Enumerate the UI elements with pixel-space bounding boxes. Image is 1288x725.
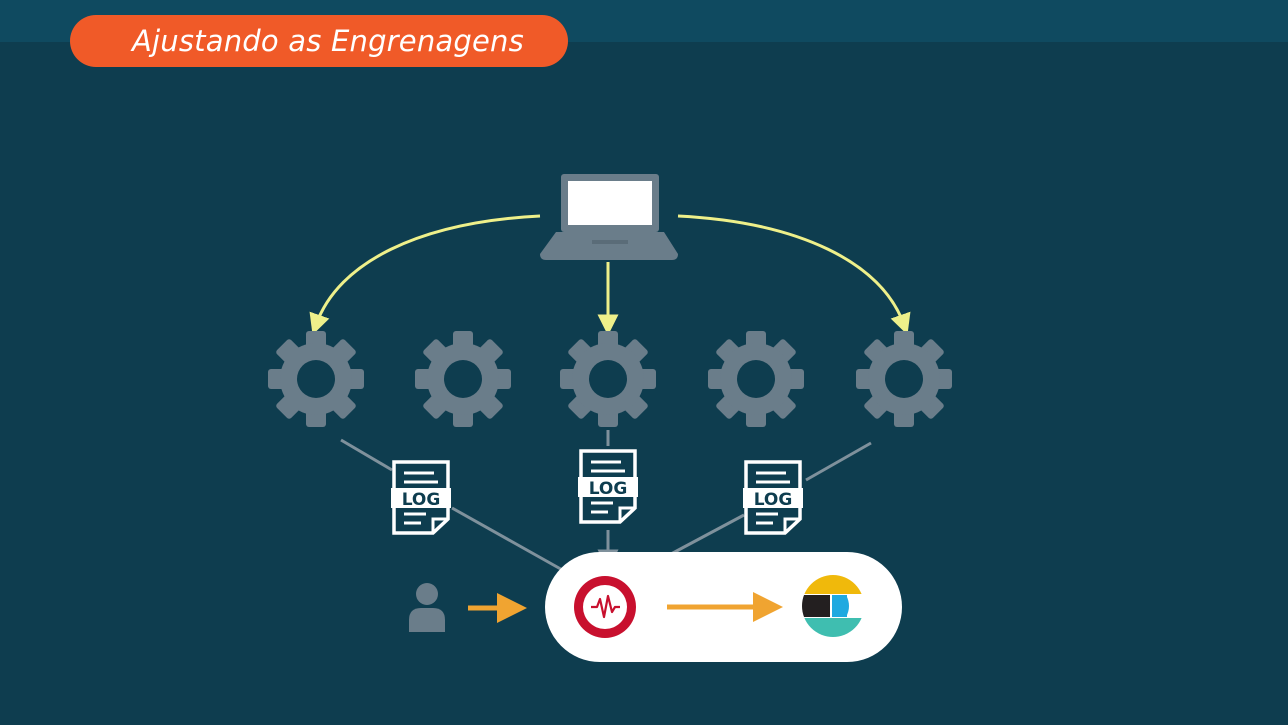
gear-icon [708,331,804,427]
page-title: Ajustando as Engrenagens [132,24,524,58]
apm-monitor-icon [574,576,636,638]
gear-icon [268,331,364,427]
gear-icon [560,331,656,427]
title-banner: Ajustando as Engrenagens [70,15,568,67]
log-file-icon: LOG [576,449,640,524]
gear-icon [415,331,511,427]
connector-log-1-to-monitor [451,506,567,574]
connector-gear-1-to-log-1 [340,438,393,472]
laptop-icon [540,174,678,260]
log-file-icon: LOG [389,460,453,535]
connector-gear-5-to-log-3 [805,441,872,482]
log-label: LOG [402,490,441,510]
elasticsearch-logo [802,575,871,637]
log-file-icon: LOG [741,460,805,535]
connector-laptop-to-gear-1 [309,214,541,335]
gear-icon [856,331,952,427]
log-label: LOG [754,490,793,510]
connector-laptop-to-gear-5 [677,214,911,335]
user-icon [409,583,445,632]
log-label: LOG [589,479,628,499]
